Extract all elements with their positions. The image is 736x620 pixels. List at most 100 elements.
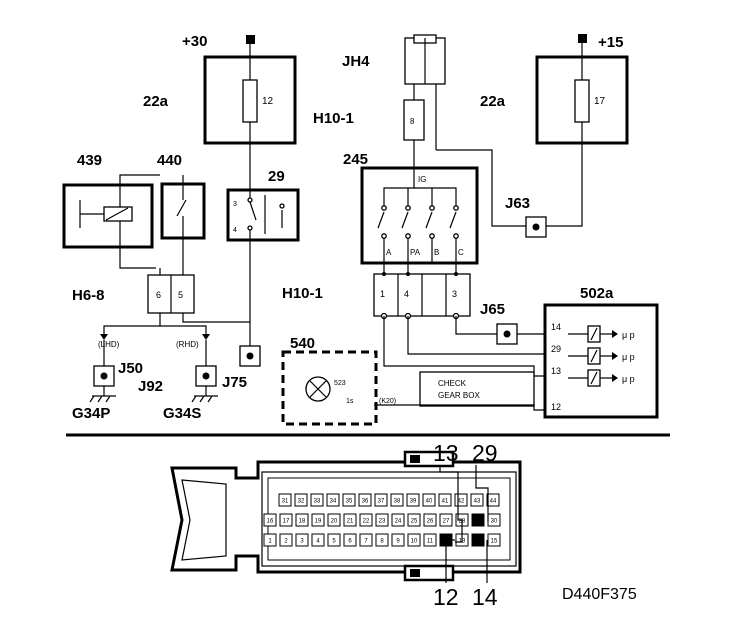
- figure-id: D440F375: [562, 586, 637, 603]
- connector-pin-label: 20: [331, 519, 338, 525]
- connector-pin-9: [391, 533, 405, 547]
- connector-pin-44: [486, 493, 500, 507]
- label-j63: J63: [505, 195, 530, 212]
- ground-g34s: [191, 395, 218, 403]
- label-plus15: +15: [598, 34, 623, 51]
- connector-pin-label: 21: [347, 519, 354, 525]
- connector-pin-16: [263, 513, 277, 527]
- connector-pin-label: 34: [330, 499, 337, 505]
- connector-pin-label: 26: [427, 519, 434, 525]
- connector-pin-10: [407, 533, 421, 547]
- ecu-pin-12: 12: [551, 402, 561, 412]
- relay-29: [226, 188, 300, 242]
- connector-pin-15: [487, 533, 501, 547]
- terminal-plus30: [246, 35, 255, 44]
- connector-pin-label: 8: [380, 539, 384, 545]
- connector-pin-label: 17: [283, 519, 290, 525]
- connector-pin-label: 37: [378, 499, 385, 505]
- component-439: [62, 183, 154, 249]
- ground-g34p: [89, 395, 116, 403]
- connector-pin-label: 35: [346, 499, 353, 505]
- pin-3: 3: [452, 289, 457, 299]
- check-line2: GEAR BOX: [438, 391, 480, 400]
- pin-4: 4: [404, 289, 409, 299]
- connector-pin-label: 19: [315, 519, 322, 525]
- connector-pin-22: [359, 513, 373, 527]
- h6-pin-6: 6: [156, 290, 161, 300]
- pin-1: 1: [380, 289, 385, 299]
- terminal-plus15: [578, 34, 587, 43]
- label-rhd: (RHD): [176, 340, 199, 349]
- connector-pin-label: 44: [490, 499, 497, 505]
- connector-pin-32: [294, 493, 308, 507]
- connector-pin-37: [374, 493, 388, 507]
- label-h10-1-mid: H10-1: [282, 285, 323, 302]
- connector-pin-label: 33: [314, 499, 321, 505]
- connector-pin-39: [406, 493, 420, 507]
- sw-b: B: [434, 248, 439, 257]
- connector-pin-label: 39: [410, 499, 417, 505]
- conn-label-12: 12: [433, 584, 459, 610]
- switch-245: [360, 166, 479, 265]
- connector-pin-18: [295, 513, 309, 527]
- ecu-inputs: [568, 325, 618, 387]
- connector-pin-label: 32: [298, 499, 305, 505]
- mu-p-3: μ p: [622, 374, 635, 384]
- connector-pin-33: [310, 493, 324, 507]
- h6-pin-5: 5: [178, 290, 183, 300]
- fuse-17: [574, 79, 590, 123]
- label-j50: J50: [118, 360, 143, 377]
- connector-pin-25: [407, 513, 421, 527]
- connector-pin-label: 31: [282, 499, 289, 505]
- connector-pin-40: [422, 493, 436, 507]
- connector-pin-label: 27: [443, 519, 450, 525]
- switch-contacts: [377, 205, 459, 263]
- lamp-523: 523: [334, 380, 346, 387]
- connector-pin-34: [326, 493, 340, 507]
- conn-label-13: 13: [433, 440, 459, 466]
- connector-pin-41: [438, 493, 452, 507]
- connector-pin-43: [470, 493, 484, 507]
- connector-pin-20: [327, 513, 341, 527]
- label-22a-right: 22a: [480, 93, 506, 110]
- connector-pin-29: [471, 513, 485, 527]
- connector-pin-label: 41: [442, 499, 449, 505]
- label-h10-1-top: H10-1: [313, 110, 354, 127]
- connector-pin-label: 36: [362, 499, 369, 505]
- connector-pin-26: [423, 513, 437, 527]
- connector-pin-label: 18: [299, 519, 306, 525]
- label-g34s: G34S: [163, 405, 201, 422]
- label-29: 29: [268, 168, 285, 185]
- label-plus30: +30: [182, 33, 207, 50]
- fuse-8-label: 8: [410, 117, 415, 126]
- label-502a: 502a: [580, 285, 614, 302]
- connector-pin-24: [391, 513, 405, 527]
- label-245: 245: [343, 151, 368, 168]
- connector-pin-label: 22: [363, 519, 370, 525]
- label-ig: IG: [418, 175, 426, 184]
- fuse-12-label: 12: [262, 96, 274, 107]
- label-jh4: JH4: [342, 53, 370, 70]
- label-j65: J65: [480, 301, 505, 318]
- connector-pin-label: 24: [395, 519, 402, 525]
- connector-pin-3: [295, 533, 309, 547]
- connector-pin-label: 42: [458, 499, 465, 505]
- check-gearbox-box: [419, 371, 535, 407]
- label-k20: (K20): [379, 398, 396, 405]
- check-line1: CHECK: [438, 379, 467, 388]
- ecu-pin-14: 14: [551, 322, 561, 332]
- connector-pin-label: 6: [348, 539, 352, 545]
- connector-pin-27: [439, 513, 453, 527]
- connector-pin-36: [358, 493, 372, 507]
- sw-c: C: [458, 248, 464, 257]
- connector-pin-label: 5: [332, 539, 336, 545]
- connector-pin-23: [375, 513, 389, 527]
- label-540: 540: [290, 335, 315, 352]
- connector-pin-6: [343, 533, 357, 547]
- connector-pin-7: [359, 533, 373, 547]
- connector-pin-label: 43: [474, 499, 481, 505]
- connector-pin-11: [423, 533, 437, 547]
- sw-pa: PA: [410, 248, 421, 257]
